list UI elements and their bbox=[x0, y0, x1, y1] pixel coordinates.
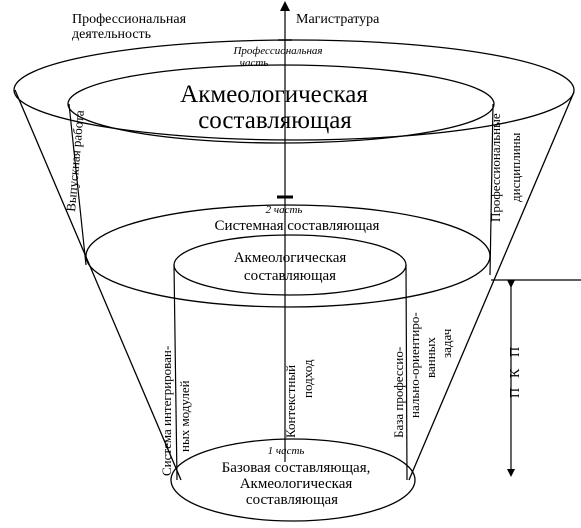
middle-acmeological-line1: Акмеологическая bbox=[234, 250, 347, 266]
top-rim-ellipse bbox=[13, 39, 575, 141]
professional-disciplines-label: Профессиональные bbox=[488, 113, 503, 222]
magistracy-label: Магистратура bbox=[296, 12, 380, 27]
bottom-ellipse bbox=[170, 438, 416, 522]
integrated-modules-label: Система интегрирован- bbox=[159, 346, 174, 476]
cone-right-edge bbox=[408, 91, 575, 481]
task-base-label-2: нально-ориентиро- bbox=[407, 312, 422, 418]
context-approach-label: Контекстный bbox=[283, 365, 298, 438]
inner-cylinder-left-wall bbox=[173, 264, 178, 481]
integrated-modules-label-2: ных модулей bbox=[177, 380, 192, 452]
base-component-line2: Акмеологическая bbox=[240, 476, 353, 492]
professional-part-label: Профессиональная bbox=[232, 45, 322, 57]
top-acmeological-line2: составляющая bbox=[198, 107, 352, 134]
professional-activity-label: Профессиональная bbox=[72, 12, 187, 27]
professional-disciplines-label-2: дисциплины bbox=[508, 132, 523, 202]
side-marker-letter-2: К bbox=[508, 368, 523, 378]
task-base-label: База профессио- bbox=[391, 347, 406, 438]
second-part-label: 2 часть bbox=[266, 204, 303, 216]
top-acmeological-line1: Акмеологическая bbox=[180, 81, 368, 108]
base-component-line1: Базовая составляющая, bbox=[222, 460, 371, 476]
first-part-label: 1 часть bbox=[268, 445, 305, 457]
graduate-work-label: Выпускная работа bbox=[63, 109, 87, 212]
side-marker-letter-1: П bbox=[508, 347, 523, 357]
side-marker-letter-3: П bbox=[508, 388, 523, 398]
middle-ellipse bbox=[85, 204, 491, 308]
task-base-label-3: ванных bbox=[423, 337, 438, 378]
context-approach-label-2: подход bbox=[300, 359, 315, 398]
top-inner-ellipse bbox=[67, 64, 495, 144]
inner-cylinder-right-wall bbox=[405, 264, 408, 481]
professional-part-label-2: часть bbox=[240, 57, 269, 69]
task-base-label-4: задач bbox=[439, 328, 454, 358]
professional-activity-label-2: деятельность bbox=[72, 27, 151, 42]
cone-left-edge bbox=[14, 89, 182, 481]
systemic-component-label: Системная составляющая bbox=[215, 218, 380, 234]
top-cylinder-left-wall bbox=[68, 103, 87, 266]
base-component-line3: составляющая bbox=[246, 492, 338, 508]
middle-acmeological-line2: составляющая bbox=[244, 268, 336, 284]
top-cylinder-right-wall bbox=[489, 103, 494, 276]
